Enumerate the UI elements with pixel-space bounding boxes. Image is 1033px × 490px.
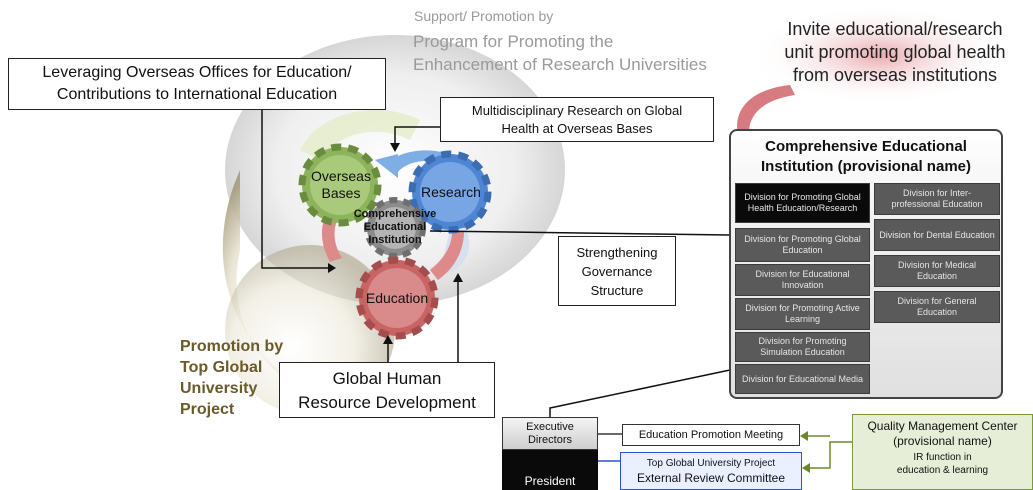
invite-text: Invite educational/research unit promoti… <box>770 18 1020 87</box>
division-global-education[interactable]: Division for Promoting Global Education <box>735 228 870 262</box>
multi-connector <box>394 126 440 145</box>
review-line-1: Top Global University Project <box>646 458 776 469</box>
institution-title-2: Institution (provisional name) <box>760 158 971 175</box>
governance-line-3: Structure <box>590 283 644 298</box>
promotion-line-1: Promotion by <box>180 338 284 355</box>
promotion-text: Promotion by Top Global University Proje… <box>180 336 283 420</box>
quality-line-3: IR function in <box>913 452 972 463</box>
promotion-line-4: Project <box>180 401 235 418</box>
invite-line-3: from overseas institutions <box>792 65 998 85</box>
overseas-gear-label: Overseas Bases <box>302 168 380 202</box>
governance-line-2: Governance <box>581 264 653 279</box>
support-line-1: Support/ Promotion by <box>414 8 554 24</box>
division-dental[interactable]: Division for Dental Education <box>874 219 1000 251</box>
promotion-line-2: Top Global <box>180 359 263 376</box>
leveraging-connector <box>261 110 328 269</box>
executive-line-1: Executive <box>526 420 574 433</box>
division-educational-media[interactable]: Division for Educational Media <box>735 364 870 394</box>
brown-swirl <box>222 170 330 400</box>
division-active-learning[interactable]: Division for Promoting Active Learning <box>735 298 870 330</box>
multi-line-1: Multidisciplinary Research on Global <box>471 103 683 118</box>
quality-meeting-arrowhead <box>800 431 808 441</box>
center-gear <box>364 197 426 259</box>
quality-connector <box>808 441 852 469</box>
quality-review-arrowhead <box>802 463 810 473</box>
global-hr-box: Global Human Resource Development <box>279 362 495 418</box>
education-gear <box>355 256 439 340</box>
president-box: President <box>502 450 598 490</box>
division-interprofessional[interactable]: Division for Inter-professional Educatio… <box>874 183 1000 215</box>
center-line-1: Comprehensive <box>353 208 437 220</box>
hr-education-arrowhead <box>383 335 393 344</box>
leveraging-line-2: Contributions to International Education <box>56 86 338 103</box>
governance-line-1: Strengthening <box>576 245 658 260</box>
right-cycle-arrow <box>430 232 464 280</box>
panel-executive-connector <box>549 369 731 417</box>
overseas-gear <box>298 143 382 227</box>
leveraging-box: Leveraging Overseas Offices for Educatio… <box>8 58 386 110</box>
leveraging-line-1: Leveraging Overseas Offices for Educatio… <box>42 64 352 81</box>
institution-title: Comprehensive Educational Institution (p… <box>731 137 1001 177</box>
center-panel-line <box>429 230 731 236</box>
top-cycle-arrowhead <box>375 154 398 178</box>
institution-title-1: Comprehensive Educational <box>765 138 967 155</box>
hr-right-arrowhead <box>453 273 463 282</box>
research-gear-label: Research <box>421 184 481 200</box>
quality-line-2: (provisional name) <box>893 434 992 448</box>
global-hr-line-1: Global Human <box>332 369 442 388</box>
support-line-2: Program for Promoting the <box>413 32 614 51</box>
support-line-3: Enhancement of Research Universities <box>413 55 707 74</box>
support-program: Program for Promoting the Enhancement of… <box>413 30 707 76</box>
invite-cloud <box>750 5 1010 105</box>
quality-line-4: education & learning <box>896 465 989 476</box>
center-line-3: Institution <box>368 234 422 246</box>
invite-line-1: Invite educational/research <box>787 19 1003 39</box>
quality-line-1: Quality Management Center <box>867 419 1018 433</box>
review-line-2: External Review Committee <box>636 471 786 485</box>
governance-box: Strengthening Governance Structure <box>558 236 676 306</box>
support-label: Support/ Promotion by <box>414 8 553 24</box>
division-medical[interactable]: Division for Medical Education <box>874 255 1000 287</box>
multidisciplinary-box: Multidisciplinary Research on Global Hea… <box>440 97 714 142</box>
promotion-line-3: University <box>180 380 258 397</box>
invite-line-2: unit promoting global health <box>784 42 1006 62</box>
quality-management-box: Quality Management Center (provisional n… <box>852 414 1033 490</box>
education-promotion-meeting-box: Education Promotion Meeting <box>622 424 800 446</box>
research-gear <box>408 150 492 234</box>
leveraging-arrowhead <box>328 263 336 273</box>
division-general[interactable]: Division for General Education <box>874 291 1000 323</box>
center-gear-label: Comprehensive Educational Institution <box>340 208 450 247</box>
global-hr-line-2: Resource Development <box>298 393 476 412</box>
multi-line-2: Health at Overseas Bases <box>501 121 653 136</box>
division-global-health[interactable]: Division for Promoting Global Health Edu… <box>735 183 870 223</box>
executive-directors-box: Executive Directors <box>502 417 598 450</box>
green-swirl <box>300 110 420 160</box>
multi-arrowhead <box>390 143 400 152</box>
external-review-committee-box: Top Global University Project External R… <box>620 452 802 490</box>
overseas-line-2: Bases <box>321 185 361 201</box>
division-simulation-education[interactable]: Division for Promoting Simulation Educat… <box>735 332 870 362</box>
division-educational-innovation[interactable]: Division for Educational Innovation <box>735 264 870 296</box>
overseas-line-1: Overseas <box>311 168 371 184</box>
education-gear-label: Education <box>365 290 429 306</box>
executive-line-2: Directors <box>527 433 572 446</box>
center-line-2: Educational <box>363 221 427 233</box>
